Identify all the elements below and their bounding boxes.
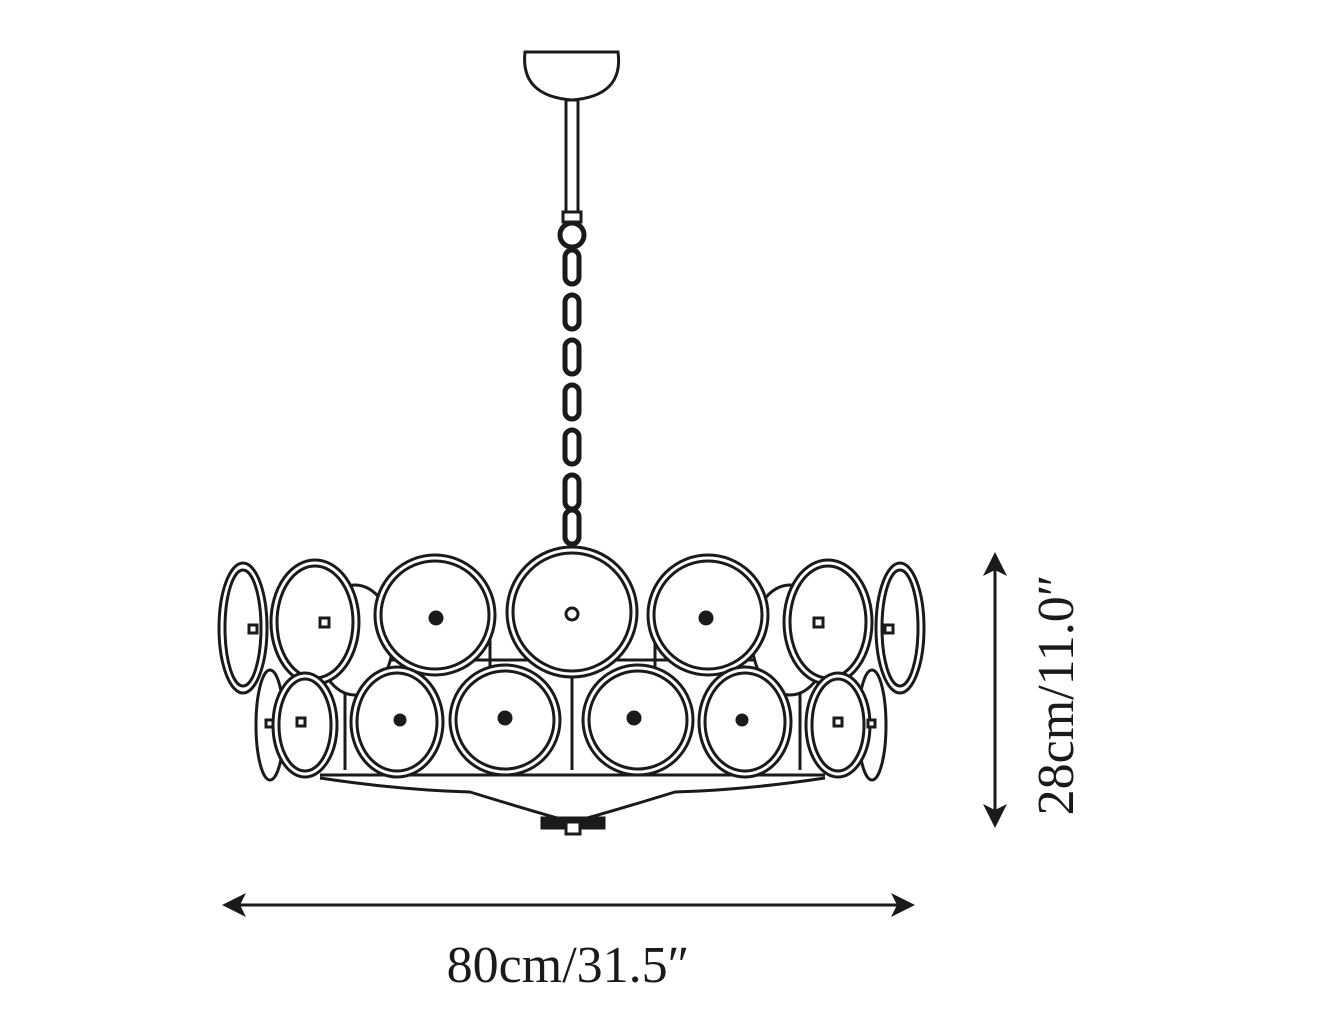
- width-label: 80cm/31.5″: [447, 937, 690, 994]
- disc-stud: [497, 710, 513, 726]
- disc-stud: [264, 718, 275, 729]
- arrowhead-down-icon: [983, 804, 1007, 828]
- disc-stud: [428, 610, 444, 626]
- bottom-finial-cap: [564, 820, 582, 836]
- chain: [562, 247, 582, 547]
- arrowhead-up-icon: [983, 552, 1007, 576]
- disc-stud: [812, 616, 825, 629]
- chain-link: [562, 507, 582, 547]
- lower-disc-row: [254, 663, 888, 782]
- glass-disc: [880, 568, 920, 688]
- glass-disc: [223, 568, 263, 688]
- upper-disc-row: [217, 545, 926, 695]
- disc-stud: [735, 713, 749, 727]
- disc-stud: [247, 623, 259, 635]
- disc-studs: [247, 606, 895, 729]
- glass-disc: [275, 564, 355, 680]
- chain-link: [562, 292, 582, 332]
- disc-stud: [626, 710, 642, 726]
- chain-link: [562, 382, 582, 422]
- width-dimension: 80cm/31.5″: [222, 893, 915, 994]
- chandelier-illustration: [217, 50, 926, 836]
- arrowhead-left-icon: [222, 893, 246, 917]
- disc-stud: [295, 716, 307, 728]
- disc-stud: [832, 716, 844, 728]
- chain-link: [562, 337, 582, 377]
- height-label: 28cm/11.0″: [1028, 575, 1085, 816]
- arrowhead-right-icon: [891, 893, 915, 917]
- height-dimension: 28cm/11.0″: [983, 552, 1085, 828]
- disc-stud: [318, 616, 331, 629]
- ceiling-canopy: [523, 50, 621, 102]
- glass-disc: [788, 564, 868, 680]
- chain-link: [562, 472, 582, 512]
- disc-stud: [883, 623, 895, 635]
- chain-link: [562, 427, 582, 467]
- disc-stud: [564, 606, 580, 622]
- chain-link: [562, 247, 582, 287]
- down-rod: [564, 98, 580, 220]
- loop-ring: [557, 220, 587, 250]
- disc-stud: [866, 718, 877, 729]
- bottom-bowl: [319, 776, 826, 824]
- disc-stud: [393, 713, 407, 727]
- disc-stud: [698, 610, 714, 626]
